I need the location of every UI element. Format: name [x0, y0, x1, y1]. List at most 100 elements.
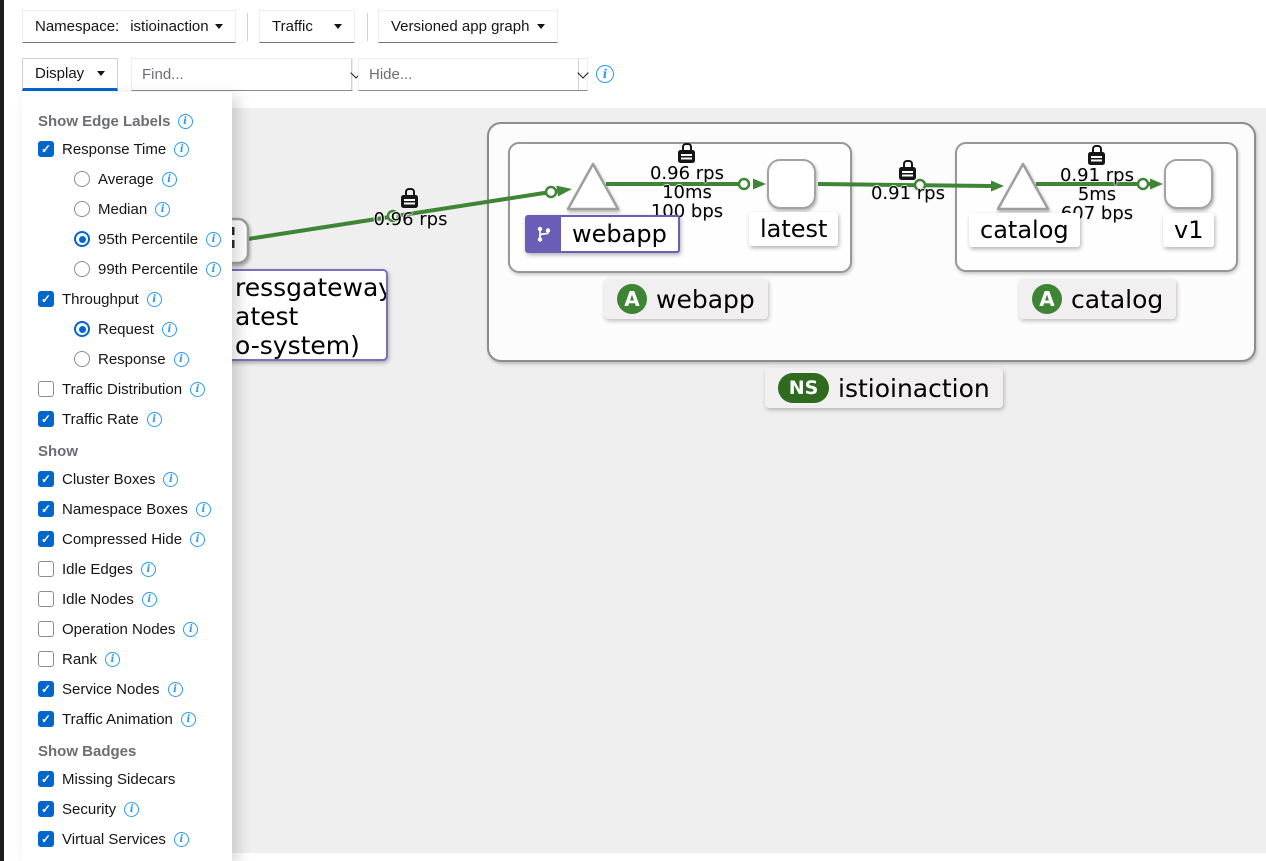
info-icon[interactable] — [183, 621, 199, 637]
checkbox-checked[interactable] — [38, 141, 54, 157]
traffic-select[interactable]: Traffic — [259, 10, 355, 43]
checkbox-checked[interactable] — [38, 291, 54, 307]
graph-type-select[interactable]: Versioned app graph — [378, 10, 558, 43]
info-icon[interactable] — [177, 113, 193, 129]
info-icon[interactable] — [180, 711, 196, 727]
option-idle-edges[interactable]: Idle Edges — [38, 554, 232, 584]
hide-input[interactable] — [359, 59, 578, 90]
display-options-panel: Show Edge LabelsResponse TimeAverageMedi… — [22, 92, 232, 861]
radio-selected[interactable] — [74, 231, 90, 247]
checkbox-unchecked[interactable] — [38, 651, 54, 667]
checkbox-checked[interactable] — [38, 501, 54, 517]
catalog-service-label[interactable]: catalog — [969, 213, 1080, 247]
info-icon[interactable] — [141, 591, 157, 607]
namespace-badge[interactable]: NS istioinaction — [765, 368, 1003, 408]
checkbox-checked[interactable] — [38, 411, 54, 427]
app-badge-catalog[interactable]: A catalog — [1019, 279, 1177, 319]
option-security[interactable]: Security — [38, 794, 232, 824]
option-virtual-services[interactable]: Virtual Services — [38, 824, 232, 854]
checkbox-checked[interactable] — [38, 711, 54, 727]
radio-unselected[interactable] — [74, 201, 90, 217]
info-icon[interactable] — [206, 261, 222, 277]
option-response[interactable]: Response — [74, 344, 232, 374]
option-label: Request — [98, 320, 154, 338]
edge-label-latest-to-catalog[interactable]: 0.91 rps — [870, 183, 945, 204]
option-99th-percentile[interactable]: 99th Percentile — [74, 254, 232, 284]
virtual-service-badge — [527, 217, 561, 251]
info-icon[interactable] — [161, 321, 177, 337]
edge-label-webapp-to-latest[interactable]: 0.96 rps 10ms 100 bps — [649, 163, 724, 222]
option-response-time[interactable]: Response Time — [38, 134, 232, 164]
option-service-nodes[interactable]: Service Nodes — [38, 674, 232, 704]
code-branch-icon — [537, 226, 551, 242]
checkbox-checked[interactable] — [38, 681, 54, 697]
find-input[interactable] — [132, 59, 351, 90]
info-icon[interactable] — [190, 531, 206, 547]
option-rank[interactable]: Rank — [38, 644, 232, 674]
radio-unselected[interactable] — [74, 171, 90, 187]
checkbox-checked[interactable] — [38, 801, 54, 817]
option-median[interactable]: Median — [74, 194, 232, 224]
option-idle-nodes[interactable]: Idle Nodes — [38, 584, 232, 614]
hide-dropdown-toggle[interactable] — [577, 59, 589, 90]
info-icon[interactable] — [195, 501, 211, 517]
info-icon[interactable] — [173, 831, 189, 847]
namespace-select[interactable]: Namespace: istioinaction — [22, 10, 236, 43]
namespace-icon: NS — [778, 373, 829, 403]
info-icon[interactable] — [173, 351, 189, 367]
radio-unselected[interactable] — [74, 351, 90, 367]
option-request[interactable]: Request — [74, 314, 232, 344]
option-missing-sidecars[interactable]: Missing Sidecars — [38, 764, 232, 794]
app-badge-label: catalog — [1071, 284, 1164, 314]
info-icon[interactable] — [140, 561, 156, 577]
option-throughput[interactable]: Throughput — [38, 284, 232, 314]
collapsed-sidebar-edge — [0, 0, 4, 861]
section-show-edge-labels: Show Edge Labels — [38, 108, 232, 134]
info-icon[interactable] — [161, 171, 177, 187]
checkbox-unchecked[interactable] — [38, 381, 54, 397]
option-compressed-hide[interactable]: Compressed Hide — [38, 524, 232, 554]
radio-unselected[interactable] — [74, 261, 90, 277]
option-95th-percentile[interactable]: 95th Percentile — [74, 224, 232, 254]
option-traffic-rate[interactable]: Traffic Rate — [38, 404, 232, 434]
lock-icon — [401, 188, 418, 208]
info-icon[interactable] — [190, 381, 206, 397]
info-icon[interactable] — [174, 141, 190, 157]
info-icon[interactable] — [146, 291, 162, 307]
checkbox-unchecked[interactable] — [38, 561, 54, 577]
option-label: Traffic Rate — [62, 410, 139, 428]
v1-workload-label[interactable]: v1 — [1163, 213, 1215, 247]
latest-workload-label[interactable]: latest — [749, 212, 839, 246]
radio-selected[interactable] — [74, 321, 90, 337]
option-average[interactable]: Average — [74, 164, 232, 194]
caret-down-icon — [215, 24, 223, 29]
info-icon[interactable] — [163, 471, 179, 487]
info-icon[interactable] — [206, 231, 222, 247]
option-operation-nodes[interactable]: Operation Nodes — [38, 614, 232, 644]
checkbox-checked[interactable] — [38, 831, 54, 847]
info-icon[interactable] — [146, 411, 162, 427]
find-dropdown-toggle[interactable] — [350, 59, 362, 90]
checkbox-checked[interactable] — [38, 531, 54, 547]
graph-type-select-label: Versioned app graph — [391, 18, 530, 35]
info-icon[interactable] — [167, 681, 183, 697]
info-icon[interactable] — [155, 201, 171, 217]
info-icon[interactable] — [124, 801, 140, 817]
display-dropdown-label: Display — [35, 65, 85, 82]
edge-label-gw-to-webapp[interactable]: 0.96 rps — [373, 209, 448, 230]
checkbox-checked[interactable] — [38, 771, 54, 787]
app-badge-webapp[interactable]: A webapp — [604, 279, 768, 319]
info-icon[interactable] — [105, 651, 121, 667]
option-traffic-distribution[interactable]: Traffic Distribution — [38, 374, 232, 404]
graph-help-icon[interactable] — [596, 65, 614, 83]
checkbox-unchecked[interactable] — [38, 591, 54, 607]
option-cluster-boxes[interactable]: Cluster Boxes — [38, 464, 232, 494]
checkbox-unchecked[interactable] — [38, 621, 54, 637]
webapp-service-label[interactable]: webapp — [525, 215, 680, 253]
display-dropdown-toggle[interactable]: Display — [22, 58, 118, 91]
option-traffic-animation[interactable]: Traffic Animation — [38, 704, 232, 734]
edge-label-catalog-to-v1[interactable]: 0.91 rps 5ms 607 bps — [1059, 165, 1134, 224]
checkbox-checked[interactable] — [38, 471, 54, 487]
option-namespace-boxes[interactable]: Namespace Boxes — [38, 494, 232, 524]
option-label: Response — [98, 350, 166, 368]
